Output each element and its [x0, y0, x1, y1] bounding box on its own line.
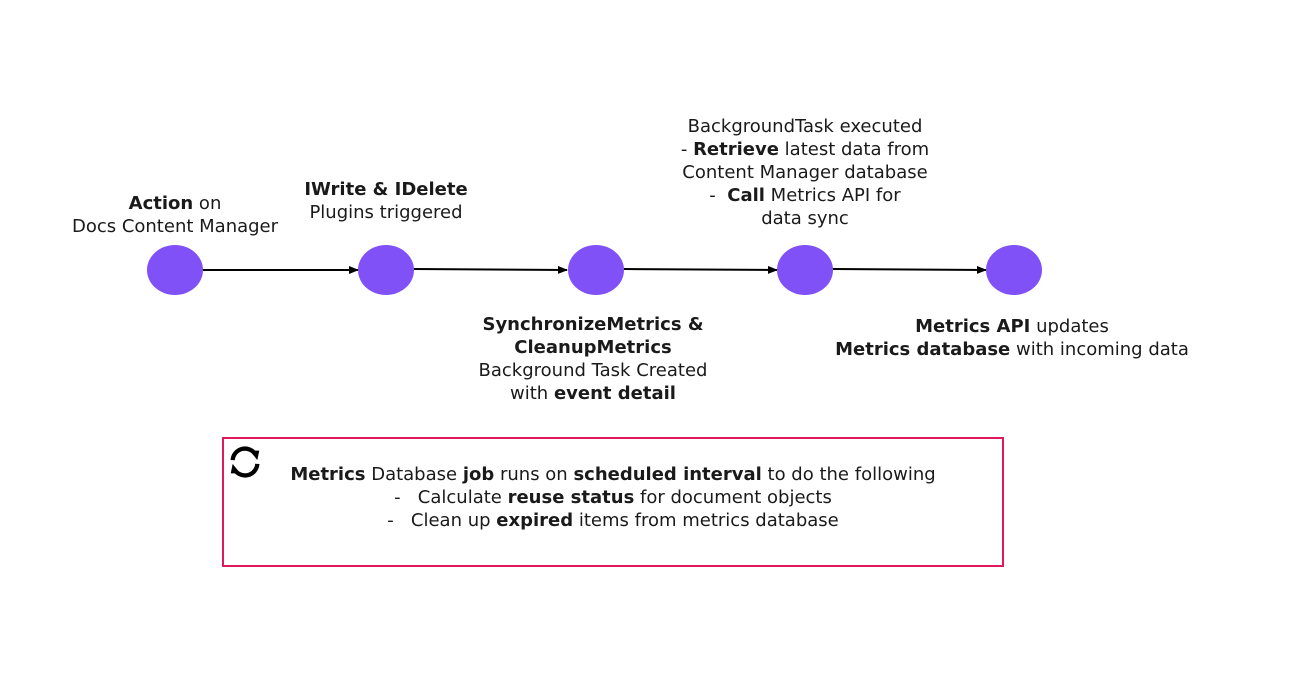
arrow-2-to-3	[413, 265, 568, 274]
label-line: Plugins triggered	[276, 201, 496, 224]
text: items from metrics database	[573, 510, 839, 531]
text: with incoming data	[1010, 339, 1189, 360]
scheduled-job-text: Metrics Database job runs on scheduled i…	[224, 463, 1002, 532]
bold-text: Call	[727, 185, 765, 206]
label-line: Metrics Database job runs on scheduled i…	[224, 463, 1002, 486]
step-node-5	[986, 245, 1042, 295]
label-line: BackgroundTask executed	[660, 115, 950, 138]
bold-text: SynchronizeMetrics &	[482, 314, 704, 335]
scheduled-job-box: Metrics Database job runs on scheduled i…	[222, 437, 1004, 567]
bold-text: Retrieve	[693, 139, 779, 160]
label-line: IWrite & IDelete	[276, 178, 496, 201]
text: with	[510, 383, 554, 404]
label-line: Docs Content Manager	[55, 215, 295, 238]
text: updates	[1030, 316, 1109, 337]
bold-text: job	[462, 464, 495, 485]
arrow-3-to-4	[623, 265, 778, 274]
text: Content Manager database	[682, 162, 928, 183]
label-line: Content Manager database	[660, 161, 950, 184]
bold-text: Metrics	[290, 464, 366, 485]
label-line: - Retrieve latest data from	[660, 138, 950, 161]
label-line: - Call Metrics API for	[660, 184, 950, 207]
arrow-4-to-5	[832, 265, 987, 274]
text: Metrics API for	[764, 185, 901, 206]
label-line: - Calculate reuse status for document ob…	[224, 486, 1002, 509]
text: to do the following	[761, 464, 936, 485]
sync-icon	[230, 446, 260, 478]
bold-text: Metrics API	[915, 316, 1031, 337]
label-line: data sync	[660, 207, 950, 230]
text: for document objects	[634, 487, 832, 508]
label-line: Metrics database with incoming data	[832, 338, 1192, 361]
step-node-1	[147, 245, 203, 295]
step-label-4: BackgroundTask executed- Retrieve latest…	[660, 115, 950, 230]
text: Docs Content Manager	[71, 216, 279, 237]
text: Database	[365, 464, 463, 485]
text: latest data from	[778, 139, 930, 160]
step-node-2	[358, 245, 414, 295]
label-line: SynchronizeMetrics &	[463, 313, 723, 336]
label-line: with event detail	[463, 382, 723, 405]
bold-text: event detail	[553, 383, 676, 404]
text: -	[709, 185, 728, 206]
bold-text: scheduled interval	[573, 464, 762, 485]
label-line: CleanupMetrics	[463, 336, 723, 359]
text: on	[193, 193, 222, 214]
bold-text: CleanupMetrics	[514, 337, 672, 358]
step-node-3	[568, 245, 624, 295]
bold-text: reuse status	[507, 487, 635, 508]
text: runs on	[494, 464, 574, 485]
text: Plugins triggered	[309, 202, 463, 223]
text: -	[680, 139, 694, 160]
text: data sync	[761, 208, 849, 229]
step-nodes	[147, 245, 1042, 295]
label-line: - Clean up expired items from metrics da…	[224, 509, 1002, 532]
text: BackgroundTask executed	[687, 116, 923, 137]
bold-text: Action	[128, 193, 194, 214]
label-line: Metrics API updates	[832, 315, 1192, 338]
label-line: Action on	[55, 192, 295, 215]
connector-arrows	[203, 265, 987, 274]
bold-text: Metrics database	[835, 339, 1011, 360]
text: - Calculate	[394, 487, 508, 508]
bold-text: expired	[496, 510, 574, 531]
step-node-4	[777, 245, 833, 295]
text: Background Task Created	[478, 360, 708, 381]
text: - Clean up	[387, 510, 497, 531]
bold-text: IWrite & IDelete	[304, 179, 468, 200]
label-line: Background Task Created	[463, 359, 723, 382]
